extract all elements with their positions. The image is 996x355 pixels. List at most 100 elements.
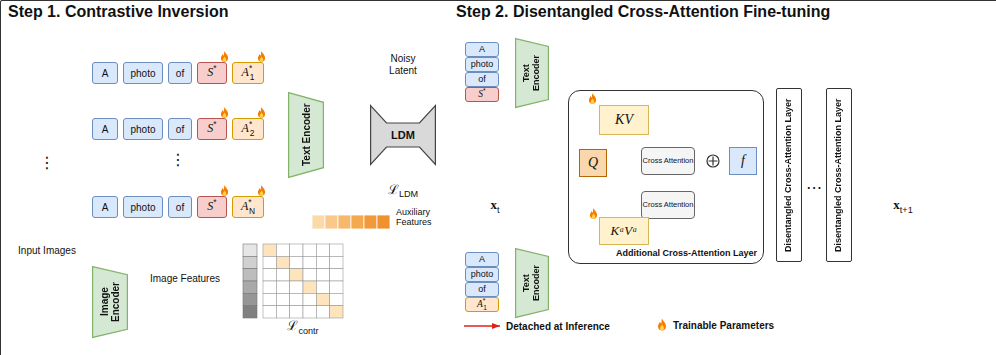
layout-rect [263, 293, 276, 305]
encoder-trapezoid: Text Encoder [288, 92, 324, 178]
annotation: ℒLDM [388, 183, 418, 198]
node-text: Disentangled Cross-Attention Layer [834, 95, 844, 255]
token-box: photo [123, 62, 163, 84]
node-text: A [479, 255, 485, 265]
node-text: S* [207, 122, 216, 135]
layout-span: x [490, 197, 497, 212]
layout-rect [316, 281, 329, 293]
token-box: photo [123, 118, 163, 140]
layout-circle [707, 155, 719, 167]
feature-strip: Auxiliary Features [312, 215, 390, 229]
node-text: of [176, 202, 184, 213]
layout-rect [290, 256, 303, 268]
layout-rect [243, 269, 257, 281]
layer-group: Additional Cross-Attention LayerKVQCross… [568, 90, 764, 264]
layout-rect [312, 215, 325, 229]
trainable-icon [258, 51, 265, 62]
node-text: KV [615, 112, 633, 127]
node-text: of [176, 124, 184, 135]
layer-box: Disentangled Cross-Attention Layer [826, 88, 852, 262]
node-text: Cross Attention [643, 201, 694, 209]
layout-rect [330, 293, 343, 305]
trainable-icon [258, 107, 265, 118]
encoder-trapezoid: Text Encoder [515, 38, 549, 108]
layout-rect [316, 256, 329, 268]
layout-rect [290, 293, 303, 305]
legend-text: Detached at Inference [506, 321, 610, 332]
layout-span: ℒ [388, 182, 399, 197]
trainable-icon [221, 51, 228, 62]
token-box: A [465, 42, 499, 57]
layout-rect [330, 269, 343, 281]
layout-line [712, 157, 713, 166]
token-box: of [465, 282, 499, 297]
layout-rect [351, 215, 364, 229]
node-text: photo [471, 270, 494, 280]
similarity-matrix-outline [243, 244, 343, 318]
node-text: Image Encoder [99, 273, 121, 331]
token-box: A [92, 118, 118, 140]
encoder-trapezoid: Text Encoder [515, 248, 549, 318]
legend-text: Trainable Parameters [673, 320, 774, 331]
layout-span: A [241, 199, 248, 213]
token-box: of [465, 72, 499, 87]
layout-polygon [516, 39, 549, 108]
layout-span: S [207, 121, 213, 135]
layout-sub: 1 [250, 72, 255, 82]
layout-sub: 1 [483, 304, 487, 311]
layout-span: S [207, 199, 213, 213]
layout-rect [316, 244, 329, 256]
node-text: S* [207, 200, 216, 213]
projection-box: KᵃVᵃ [599, 217, 649, 245]
layout-rect [290, 244, 303, 256]
token-box: A*2 [232, 118, 264, 140]
layout-rect [243, 244, 257, 256]
layout-polygon [93, 267, 128, 338]
attention-box: Cross Attention [641, 191, 695, 219]
node-text: A [102, 68, 109, 79]
token-box: A*N [232, 196, 264, 218]
token-box: S* [465, 87, 499, 102]
layout-rect [276, 281, 289, 293]
layout-rect [303, 306, 316, 318]
layout-line [464, 325, 500, 327]
layout-rect [243, 293, 257, 305]
layout-rect [263, 244, 276, 256]
node-text: A*1 [242, 66, 255, 79]
node-text: S* [207, 66, 216, 79]
token-box: of [168, 62, 192, 84]
layout-rect [276, 244, 289, 256]
node-text: A [479, 45, 485, 55]
layout-rect [330, 244, 343, 256]
trainable-icon [589, 93, 596, 104]
layout-rect [276, 256, 289, 268]
step-heading: Step 1. Contrastive Inversion [8, 3, 229, 21]
token-box: A [92, 196, 118, 218]
node-text: of [478, 75, 486, 85]
node-text: f [741, 153, 745, 168]
node-text: LDM [391, 129, 415, 141]
layout-rect [303, 256, 316, 268]
token-box: photo [123, 196, 163, 218]
layout-rect [263, 281, 276, 293]
layout-rect [316, 306, 329, 318]
layout-rect [290, 269, 303, 281]
node-text: Text Encoder [522, 255, 542, 311]
node-text: Q [588, 155, 598, 170]
layout-span: A [242, 121, 249, 135]
node-text: of [478, 285, 486, 295]
token-box: S* [197, 62, 227, 84]
annotation: ⋮ [39, 154, 55, 172]
attention-box: Cross Attention [641, 147, 695, 175]
trainable-icon [590, 208, 597, 219]
layout-use [658, 319, 666, 331]
layout-rect [263, 269, 276, 281]
layout-rect [330, 256, 343, 268]
layout-rect [290, 306, 303, 318]
layout-rect [303, 269, 316, 281]
node-text: Text Encoder [522, 45, 542, 101]
image-panel: Input Images [8, 32, 86, 256]
layout-span: x [893, 197, 900, 212]
token-box: A*1 [465, 297, 499, 312]
